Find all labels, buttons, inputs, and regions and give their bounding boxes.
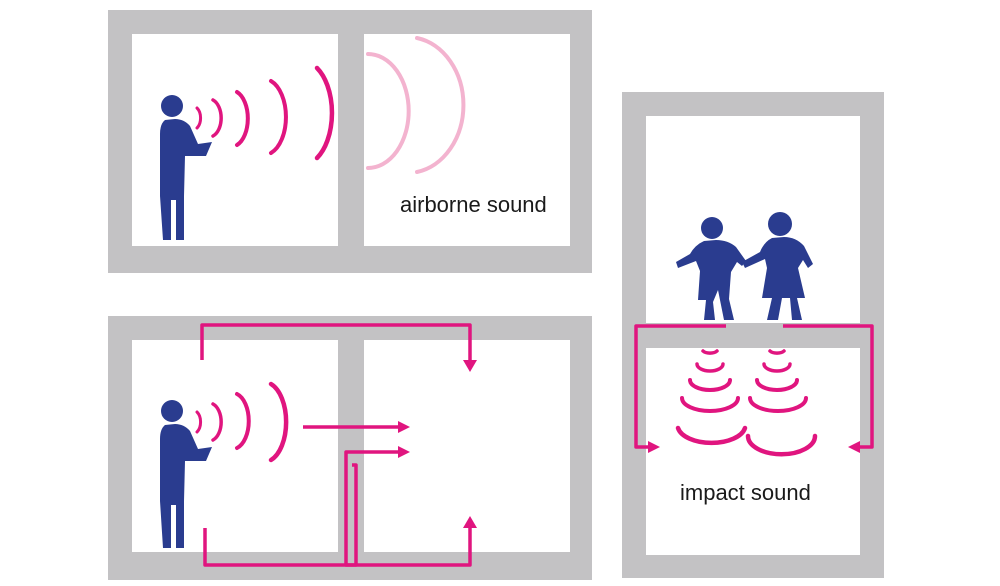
impact-sound-label: impact sound [680, 480, 811, 505]
airborne-sound-label: airborne sound [400, 192, 547, 217]
sound-waves [195, 65, 335, 161]
airborne-sound-panel: airborne sound [108, 10, 592, 273]
transmitted-sound-waves [366, 36, 466, 174]
sound-waves [195, 381, 289, 463]
flanking-transmission-paths [200, 323, 477, 567]
impact-sound-waves [675, 349, 818, 457]
speaking-person-icon [160, 95, 212, 240]
walking-people-icon [676, 212, 813, 320]
impact-sound-panel: impact sound [622, 92, 884, 578]
flanking-sound-panel [108, 316, 592, 580]
impact-transmission-paths [634, 324, 874, 453]
room-right [364, 34, 570, 246]
room-lower [646, 348, 860, 555]
room-upper [646, 116, 860, 323]
room-right [364, 340, 570, 552]
speaking-person-icon [160, 400, 212, 548]
